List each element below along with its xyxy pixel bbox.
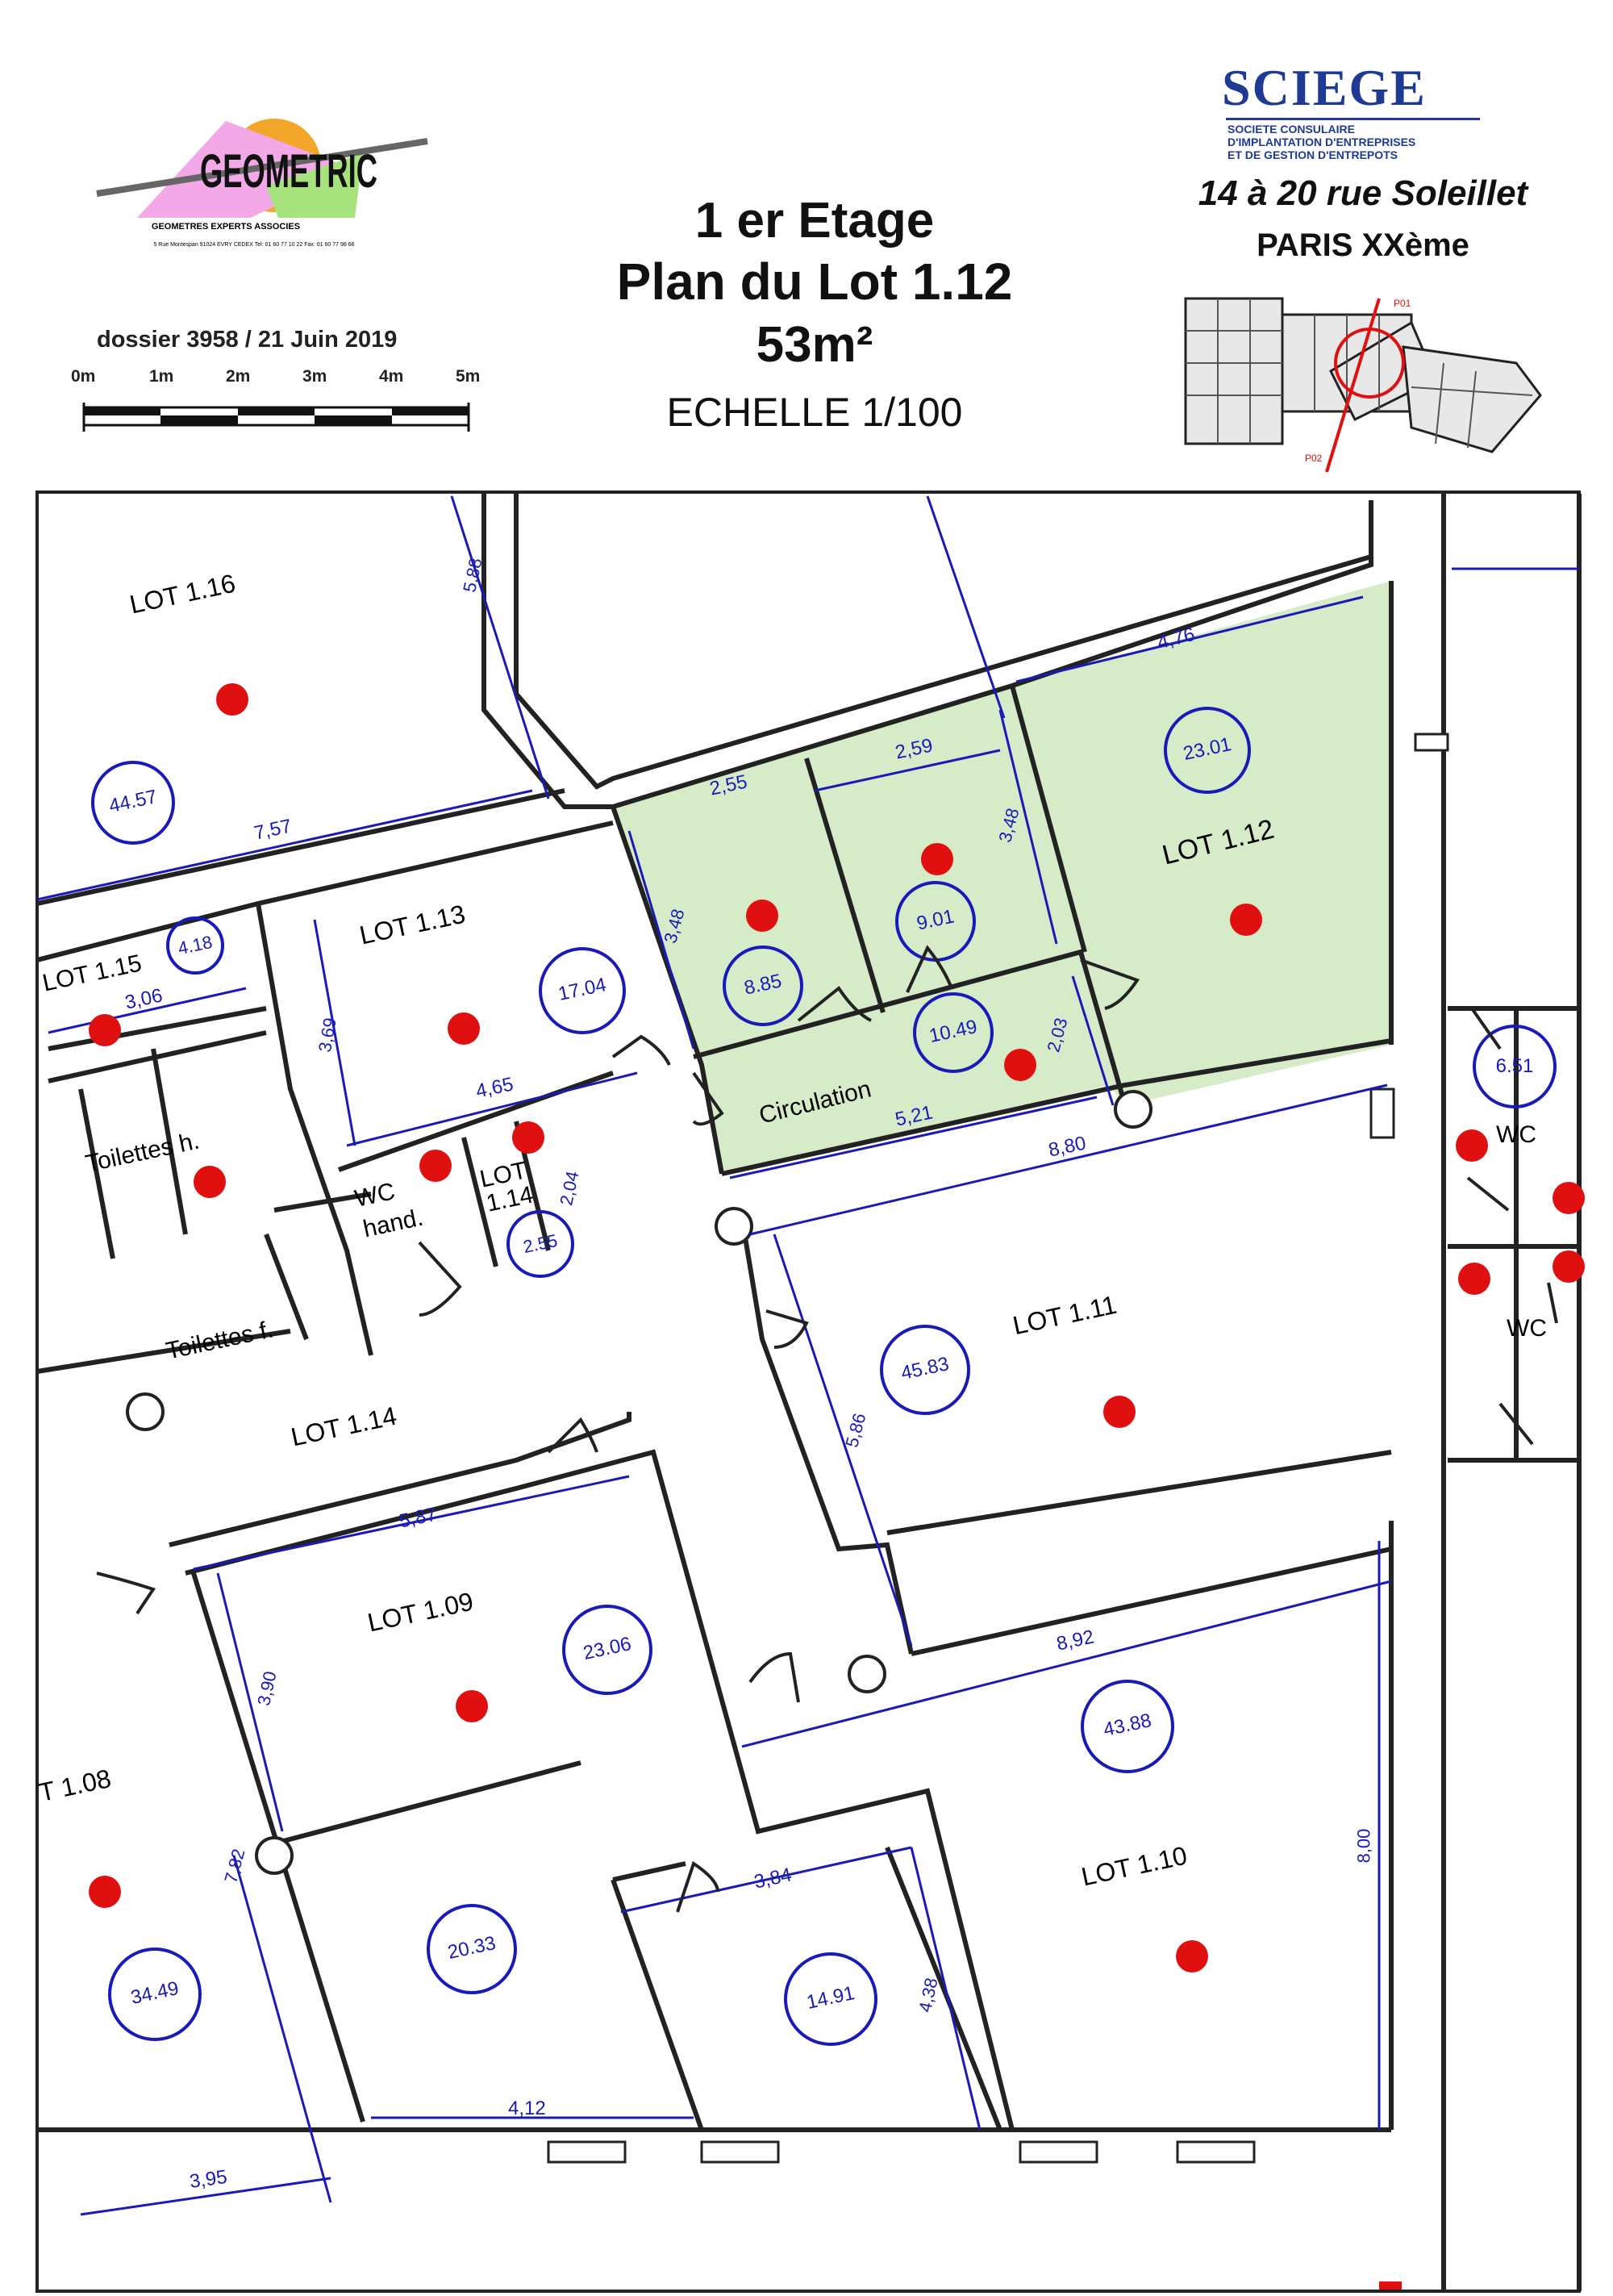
scale-title: ECHELLE 1/100 [666, 390, 963, 435]
scale-bar [82, 403, 470, 432]
key-map-label-a: P01 [1394, 298, 1411, 309]
sciege-line-3: ET DE GESTION D'ENTREPOTS [1227, 148, 1398, 161]
room-label-wc-right-1: WC [1496, 1121, 1536, 1148]
floor-title: 1 er Etage [694, 193, 935, 248]
dimension-label: 8,00 [1353, 1828, 1374, 1864]
geometric-logo: GEOMETRIC [96, 119, 428, 218]
door-arcs [96, 945, 1558, 1913]
room-label-wc-right-2: WC [1507, 1315, 1547, 1342]
geometric-subtitle: GEOMETRES EXPERTS ASSOCIES [151, 222, 301, 232]
scale-label-2: 2m [226, 367, 251, 386]
windows [547, 733, 1449, 2164]
dimension-lines [36, 495, 1579, 2216]
scale-label-4: 4m [379, 367, 404, 386]
area-title: 53m² [756, 317, 873, 373]
key-map-label-b: P02 [1305, 453, 1323, 464]
sciege-underline [1226, 118, 1480, 120]
dossier-label: dossier 3958 / 21 Juin 2019 [97, 327, 398, 353]
lot-112-highlight [613, 581, 1391, 1174]
area-value: 6.51 [1495, 1055, 1534, 1077]
red-markers [89, 683, 1585, 1972]
geometric-address: 5 Rue Montespan 91024 EVRY CEDEX Tel: 01… [153, 242, 355, 248]
plan-title: Plan du Lot 1.12 [616, 253, 1013, 311]
geometric-logo-text: GEOMETRIC [200, 145, 377, 198]
scale-label-1: 1m [149, 367, 174, 386]
scale-label-5: 5m [456, 367, 481, 386]
address-city: PARIS XXème [1257, 228, 1469, 263]
dimension-label: 4,12 [508, 2098, 546, 2119]
scale-label-3: 3m [302, 367, 327, 386]
address-street: 14 à 20 rue Soleillet [1198, 173, 1528, 213]
sciege-logo: SCIEGE [1222, 59, 1427, 116]
key-map: P01 P02 [1184, 297, 1542, 473]
sciege-subtitle: SOCIETE CONSULAIRE D'IMPLANTATION D'ENTR… [1227, 123, 1415, 161]
sciege-line-1: SOCIETE CONSULAIRE [1227, 123, 1355, 136]
columns [126, 1090, 1152, 1875]
scale-label-0: 0m [71, 367, 96, 386]
sciege-line-2: D'IMPLANTATION D'ENTREPRISES [1227, 136, 1416, 148]
walls [36, 494, 1582, 2291]
